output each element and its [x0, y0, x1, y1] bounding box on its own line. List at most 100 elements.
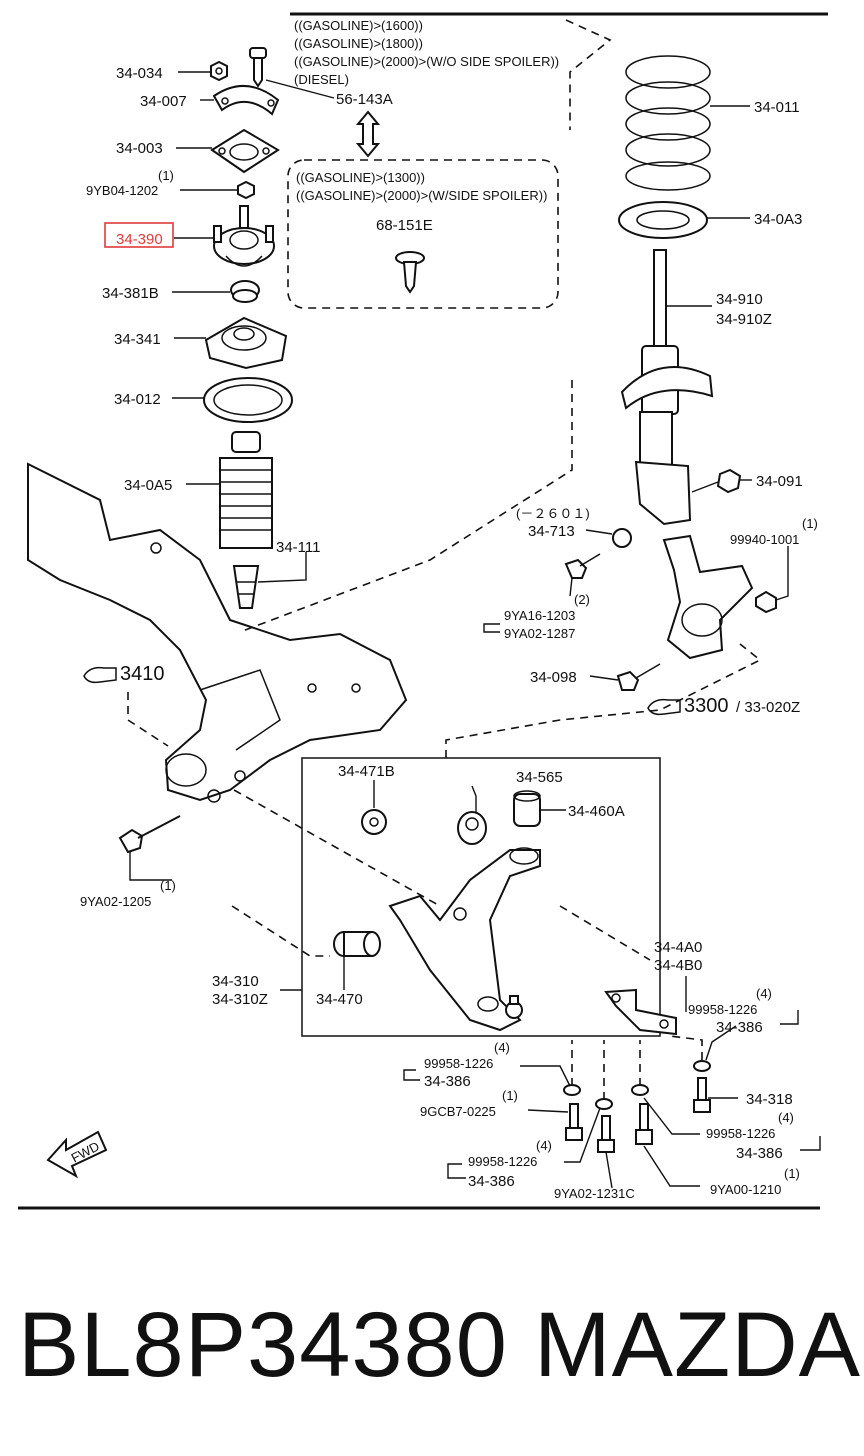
subframe-3410: [27, 462, 408, 803]
label-34-007: 34-007: [140, 93, 187, 110]
parts-diagram: 34-034 34-007 34-003 (1) 9YB04-1202 34-3…: [18, 12, 828, 1210]
plate-34-007: [212, 84, 280, 116]
label-34-003: 34-003: [116, 140, 163, 157]
ref-hand-icon-3300: [647, 698, 681, 716]
seat-34-0A3: [618, 201, 708, 239]
label-9YA02-1231C: 9YA02-1231C: [554, 1186, 635, 1201]
label-34-310: 34-310: [212, 973, 259, 990]
nut-9YB04-1202: [237, 180, 255, 200]
label-34-386-d: 34-386: [468, 1173, 515, 1190]
label-99958-1226-b-qty: (4): [494, 1040, 510, 1055]
label-34-386-a: 34-386: [716, 1019, 763, 1036]
label-9YA16-1203: 9YA16-1203: [504, 608, 575, 623]
label-9YB04-1202-qty: (1): [158, 168, 174, 183]
clip-68-151E: [395, 251, 425, 294]
label-99940-1001: 99940-1001: [730, 532, 799, 547]
label-34-0A5: 34-0A5: [124, 477, 172, 494]
label-99958-1226-d-qty: (4): [536, 1138, 552, 1153]
label-34-713-range: (－２６０１): [516, 506, 590, 521]
bumper-34-111: [232, 565, 260, 609]
label-99958-1226-b: 99958-1226: [424, 1056, 493, 1071]
note-line-4: (DIESEL): [294, 72, 349, 87]
lower-arm-frame: [301, 757, 661, 1037]
fwd-arrow-icon: [46, 1130, 108, 1179]
note-line-1: ((GASOLINE)>(1600)): [294, 18, 423, 33]
note-box: [287, 159, 559, 309]
washer-a: [563, 1084, 581, 1096]
label-9YA02-1205-qty: (1): [160, 878, 176, 893]
bolt-9YA16-1203: [564, 553, 601, 579]
label-34-310Z: 34-310Z: [212, 991, 268, 1008]
label-fwd: FWD: [69, 1138, 102, 1165]
washer-d: [693, 1060, 711, 1072]
label-9YA00-1210-qty: (1): [784, 1166, 800, 1181]
label-99958-1226-a-qty: (4): [756, 986, 772, 1001]
label-34-386-c: 34-386: [736, 1145, 783, 1162]
label-9YA00-1210: 9YA00-1210: [710, 1182, 781, 1197]
bolt-9YA02-1231C: [597, 1115, 615, 1153]
label-34-091: 34-091: [756, 473, 803, 490]
label-34-0A3: 34-0A3: [754, 211, 802, 228]
ref-hand-icon-3410: [83, 666, 117, 684]
bolt-9YA02-1205: [118, 815, 181, 854]
plate-34-003: [210, 128, 280, 174]
label-9GCB7-0225-qty: (1): [502, 1088, 518, 1103]
nut-34-034: [210, 60, 228, 82]
label-9YB04-1202: 9YB04-1202: [86, 183, 158, 198]
coil-spring-34-011: [625, 55, 711, 191]
knuckle-3300: [662, 534, 754, 660]
nut-99940-1001: [755, 590, 777, 614]
label-56-143A: 56-143A: [336, 91, 393, 108]
footer: BL8P34380 MAZDA: [0, 1290, 864, 1410]
washer-34-713: [612, 528, 632, 548]
washer-c: [631, 1084, 649, 1096]
lower-arm-34-310: [388, 847, 541, 1032]
clip-56-143A: [249, 47, 267, 88]
label-34-910: 34-910: [716, 291, 763, 308]
label-99940-1001-qty: (1): [802, 516, 818, 531]
label-34-011: 34-011: [754, 99, 800, 116]
guide-lines: [127, 19, 762, 1100]
label-34-713: 34-713: [528, 523, 575, 540]
updown-arrow-icon: [355, 110, 381, 158]
mount-34-390: [213, 205, 275, 267]
label-3300: 3300: [684, 695, 729, 717]
label-34-460A: 34-460A: [568, 803, 625, 820]
label-3410: 3410: [120, 663, 165, 685]
label-34-471B: 34-471B: [338, 763, 395, 780]
label-34-4A0: 34-4A0: [654, 939, 702, 956]
label-9YA16-1203-qty: (2): [574, 592, 590, 607]
label-34-381B: 34-381B: [102, 285, 159, 302]
label-9YA02-1205: 9YA02-1205: [80, 894, 151, 909]
label-34-910Z: 34-910Z: [716, 311, 772, 328]
label-34-341: 34-341: [114, 331, 161, 348]
leader-lines: [129, 71, 821, 1189]
label-34-565: 34-565: [516, 769, 563, 786]
label-34-111: 34-111: [276, 539, 320, 556]
note-line-3: ((GASOLINE)>(2000)>(W/O SIDE SPOILER)): [294, 54, 559, 69]
bushing-34-565: [457, 811, 487, 845]
part-number: BL8P34380: [18, 1294, 508, 1396]
washer-34-471B: [361, 809, 387, 835]
bolt-34-098: [616, 663, 661, 691]
bolt-34-318: [693, 1077, 711, 1113]
label-34-012: 34-012: [114, 391, 161, 408]
note-line-5: ((GASOLINE)>(1300)): [296, 170, 425, 185]
label-34-390[interactable]: 34-390: [116, 231, 163, 248]
label-34-318: 34-318: [746, 1091, 793, 1108]
label-99958-1226-c: 99958-1226: [706, 1126, 775, 1141]
label-34-386-b: 34-386: [424, 1073, 471, 1090]
insulator-34-012: [203, 377, 293, 423]
label-33-020Z: / 33-020Z: [736, 699, 800, 716]
bearing-34-381B: [230, 280, 260, 303]
highlight-box: [104, 222, 174, 248]
nut-34-091: [716, 468, 742, 494]
bolt-9YA00-1210: [635, 1103, 653, 1145]
seat-34-341: [204, 316, 288, 370]
label-9GCB7-0225: 9GCB7-0225: [420, 1104, 496, 1119]
label-99958-1226-a: 99958-1226: [688, 1002, 757, 1017]
bushing-34-460A: [513, 790, 541, 827]
label-34-098: 34-098: [530, 669, 577, 686]
label-9YA02-1287: 9YA02-1287: [504, 626, 575, 641]
label-99958-1226-d: 99958-1226: [468, 1154, 537, 1169]
